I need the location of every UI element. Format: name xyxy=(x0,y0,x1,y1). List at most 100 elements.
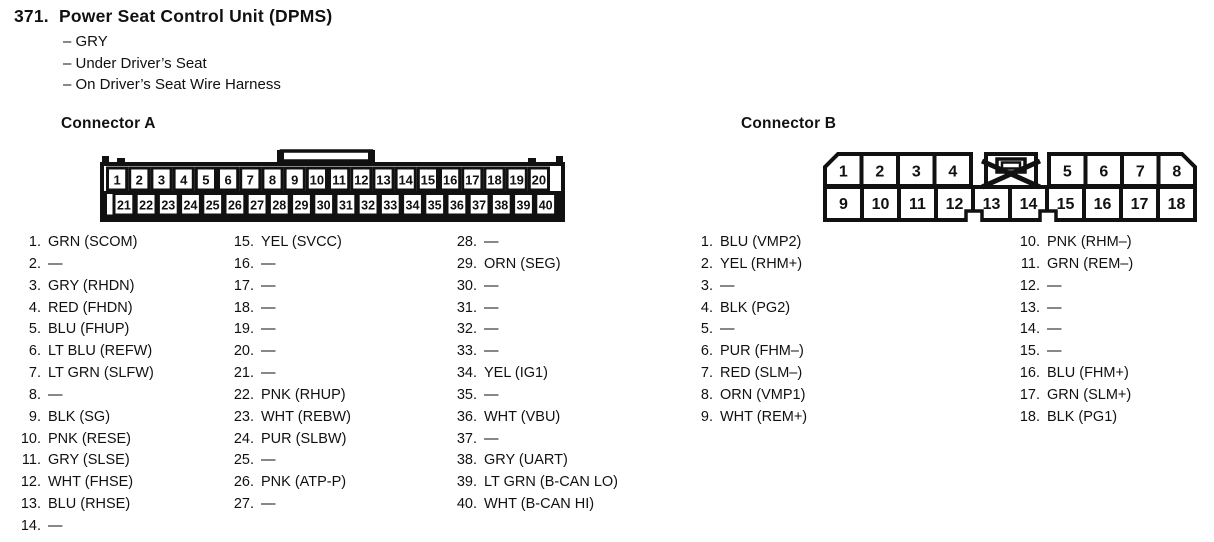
connector-b-pin-list-col-1: 1.BLU (VMP2)2.YEL (RHM+)3.—4.BLK (PG2)5.… xyxy=(685,234,807,431)
pin-number-label: 15. xyxy=(233,234,254,250)
pin-number: 18 xyxy=(1168,196,1186,213)
connector-a-pin-list-col-2: 15.YEL (SVCC)16.—17.—18.—19.—20.—21.—22.… xyxy=(226,234,351,518)
pin-wire-label: LT BLU (REFW) xyxy=(48,343,153,360)
pin-number: 5 xyxy=(202,173,209,188)
pin-number: 7 xyxy=(1136,164,1145,181)
pin-wire-label: — xyxy=(261,277,276,294)
detail-line-color: – GRY xyxy=(63,33,108,50)
pin-row: 8.ORN (VMP1) xyxy=(685,387,807,409)
pin-row: 3.GRY (RHDN) xyxy=(13,278,154,300)
pin-number: 39 xyxy=(517,199,531,213)
pin-number: 14 xyxy=(398,173,413,188)
pin-number: 24 xyxy=(184,199,198,213)
pin-wire-label: GRN (SCOM) xyxy=(48,234,138,250)
pin-row: 10. PNK (RESE) xyxy=(13,431,154,453)
pin-number: 36 xyxy=(450,199,464,213)
pin-number: 31 xyxy=(339,199,353,213)
pin-row: 2.— xyxy=(13,256,154,278)
pin-number: 20 xyxy=(532,173,546,188)
pin-wire-label: BLK (PG1) xyxy=(1047,408,1118,425)
pin-number: 13 xyxy=(983,196,1001,213)
pin-row: 33.— xyxy=(449,343,618,365)
pin-row: 29.ORN (SEG) xyxy=(449,256,618,278)
pin-number: 40 xyxy=(539,199,553,213)
pin-wire-label: YEL (SVCC) xyxy=(261,234,342,250)
pin-wire-label: — xyxy=(48,517,63,534)
pin-number-label: 10. xyxy=(20,430,41,447)
pin-number: 25 xyxy=(206,199,220,213)
pin-row: 26.PNK (ATP-P) xyxy=(226,474,351,496)
pin-number: 10 xyxy=(310,173,324,188)
pin-number: 35 xyxy=(428,199,442,213)
pin-number-label: 3. xyxy=(28,277,41,294)
pin-wire-label: BLU (FHUP) xyxy=(48,321,130,338)
pin-number-label: 10. xyxy=(1019,234,1040,250)
pin-number: 10 xyxy=(872,196,890,213)
pin-number: 6 xyxy=(224,173,231,188)
item-number: 371. xyxy=(14,6,49,26)
pin-wire-label: — xyxy=(1047,343,1062,360)
pin-number: 32 xyxy=(361,199,375,213)
pin-wire-label: PNK (RHM–) xyxy=(1047,234,1132,250)
pin-wire-label: WHT (REBW) xyxy=(261,408,351,425)
pin-row: 21.— xyxy=(226,365,351,387)
pin-number-label: 7. xyxy=(700,365,713,382)
pin-number: 33 xyxy=(383,199,397,213)
pin-number: 28 xyxy=(272,199,286,213)
pin-row: 6.LT BLU (REFW) xyxy=(13,343,154,365)
pin-row: 8.— xyxy=(13,387,154,409)
pin-number-label: 13. xyxy=(1019,299,1040,316)
pin-number: 16 xyxy=(443,173,457,188)
pin-row: 12.WHT (FHSE) xyxy=(13,474,154,496)
pin-number-label: 11. xyxy=(1020,255,1040,272)
pin-row: 14. — xyxy=(1012,321,1133,343)
pin-wire-label: — xyxy=(261,496,276,513)
pin-wire-label: — xyxy=(484,234,499,250)
pin-number: 13 xyxy=(376,173,390,188)
pin-wire-label: PNK (RESE) xyxy=(48,430,131,447)
pin-wire-label: — xyxy=(1047,277,1062,294)
pin-number-label: 17. xyxy=(233,277,254,294)
pin-row: 30.— xyxy=(449,278,618,300)
pin-number-label: 34. xyxy=(456,365,477,382)
connector-b-heading: Connector B xyxy=(741,115,837,132)
pin-number-label: 17. xyxy=(1019,386,1040,403)
pin-row: 20.— xyxy=(226,343,351,365)
detail-line-location: – Under Driver’s Seat xyxy=(63,54,207,72)
pin-row: 38.GRY (UART) xyxy=(449,452,618,474)
pin-row: 32.— xyxy=(449,321,618,343)
pin-number-label: 2. xyxy=(700,255,713,272)
pin-number: 19 xyxy=(509,173,523,188)
pin-number: 4 xyxy=(948,164,957,181)
pin-wire-label: YEL (IG1) xyxy=(484,365,548,382)
connector-a-latch xyxy=(277,149,375,165)
pin-wire-label: WHT (B-CAN HI) xyxy=(484,496,595,513)
pin-row: 27.— xyxy=(226,496,351,518)
pin-number: 12 xyxy=(354,173,368,188)
pin-row: 4.RED (FHDN) xyxy=(13,300,154,322)
pin-row: 7. RED (SLM–) xyxy=(685,365,807,387)
pin-row: 37.— xyxy=(449,431,618,453)
pin-wire-label: RED (SLM–) xyxy=(720,365,803,382)
pin-number-label: 14. xyxy=(1019,321,1040,338)
pin-row: 5.— xyxy=(685,321,807,343)
pin-number-label: 21. xyxy=(233,365,254,382)
pin-row: 35.— xyxy=(449,387,618,409)
pin-wire-label: — xyxy=(1047,321,1062,338)
pin-number-label: 8. xyxy=(28,386,41,403)
pin-number: 1 xyxy=(839,164,848,181)
pin-number-label: 19. xyxy=(233,321,254,338)
pin-row: 18.— xyxy=(226,300,351,322)
pin-wire-label: — xyxy=(484,430,499,447)
pin-number: 3 xyxy=(158,173,165,188)
pin-row: 17.GRN (SLM+) xyxy=(1012,387,1133,409)
pin-wire-label: — xyxy=(720,277,735,294)
pin-number-label: 5. xyxy=(700,321,713,338)
pin-row: 28.— xyxy=(449,234,618,256)
pin-number-label: 32. xyxy=(456,321,477,338)
